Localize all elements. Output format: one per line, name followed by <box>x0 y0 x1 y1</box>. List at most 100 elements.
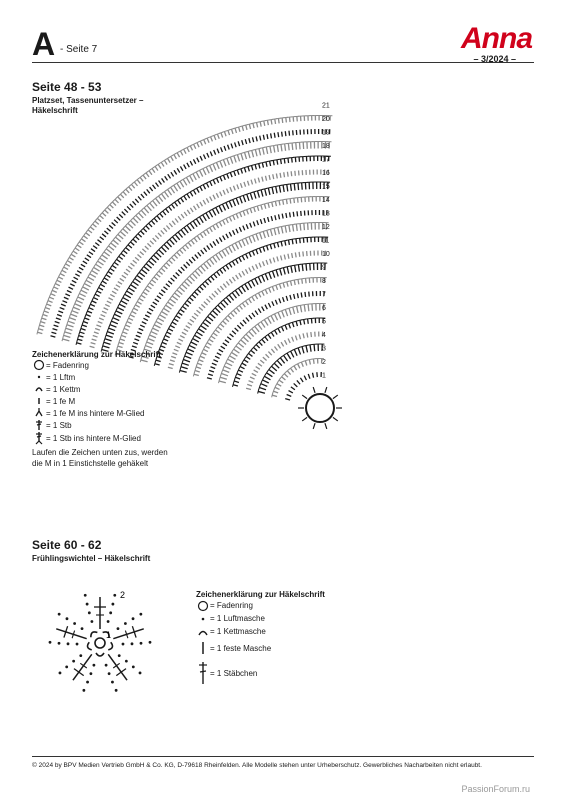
stitch-crossbar <box>191 188 196 192</box>
stitch-mark <box>214 290 219 296</box>
stitch-mark <box>248 298 252 304</box>
stitch-mark <box>266 230 270 238</box>
stitch-crossbar <box>259 337 264 342</box>
stitch-mark <box>212 225 216 231</box>
stitch-mark <box>101 280 107 285</box>
stitch-crossbar <box>142 346 146 352</box>
section1-subtitle-line2: Häkelschrift <box>32 106 78 115</box>
stitch-crossbar <box>200 213 205 217</box>
stitch-crossbar <box>130 309 134 314</box>
stitch-mark <box>272 145 276 153</box>
stitch-mark <box>153 324 161 329</box>
stitch-crossbar <box>258 320 264 324</box>
stitch-mark <box>288 212 291 218</box>
stitch-mark <box>283 354 289 362</box>
stitch-mark <box>180 366 188 370</box>
stitch-mark <box>300 361 304 368</box>
stitch-mark <box>149 334 157 339</box>
stitch-mark <box>262 356 268 361</box>
stitch-mark <box>258 163 261 169</box>
stitch-mark <box>226 336 232 341</box>
stitch-mark <box>104 303 110 308</box>
stitch-mark <box>224 339 230 344</box>
stitch-mark <box>290 265 293 273</box>
stitch-mark <box>206 137 210 144</box>
stitch-mark <box>122 228 129 234</box>
stitch-crossbar <box>86 308 89 314</box>
stitch-crossbar <box>90 268 94 273</box>
stitch-mark <box>196 331 203 337</box>
stitch-crossbar <box>93 262 98 267</box>
stitch-crossbar <box>268 118 274 121</box>
stitch-mark <box>133 181 138 187</box>
row-number: 4 <box>322 332 326 339</box>
star-dc-crossbar <box>124 630 129 639</box>
stitch-crossbar <box>168 154 173 159</box>
stitch-crossbar <box>188 221 193 225</box>
stitch-mark <box>237 287 243 295</box>
stitch-crossbar <box>290 306 296 309</box>
stitch-mark <box>222 174 226 181</box>
stitch-crossbar <box>132 180 137 184</box>
stitch-crossbar <box>253 148 258 151</box>
stitch-crossbar <box>176 310 180 315</box>
stitch-mark <box>190 341 198 346</box>
stitch-mark <box>116 349 122 352</box>
stitch-mark <box>231 244 236 252</box>
stitch-crossbar <box>275 310 281 314</box>
ring-stitch <box>312 386 316 393</box>
stitch-mark <box>267 187 271 195</box>
stitch-crossbar <box>213 222 219 226</box>
stitch-mark <box>96 324 102 328</box>
stitch-mark <box>209 165 214 173</box>
stitch-mark <box>280 341 285 347</box>
stitch-crossbar <box>40 315 43 321</box>
stitch-mark <box>49 296 55 300</box>
stitch-mark <box>145 225 150 230</box>
stitch-mark <box>128 317 134 321</box>
stitch-mark <box>283 143 287 151</box>
star-chain-dot <box>65 617 69 621</box>
stitch-mark <box>202 231 207 237</box>
stitch-crossbar <box>105 205 110 210</box>
row-number: 7 <box>322 292 326 299</box>
stitch-mark <box>248 267 252 273</box>
stitch-mark <box>207 373 214 377</box>
row-number: 19 <box>322 130 330 137</box>
stitch-mark <box>164 334 170 339</box>
stitch-crossbar <box>229 243 235 247</box>
stitch-crossbar <box>213 327 218 332</box>
stitch-crossbar <box>117 301 121 307</box>
star-chain-dot <box>130 642 134 646</box>
stitch-mark <box>153 217 158 223</box>
stitch-mark <box>288 308 292 316</box>
stitch-mark <box>264 273 269 281</box>
stitch-mark <box>237 126 241 133</box>
stitch-crossbar <box>173 232 178 237</box>
stitch-crossbar <box>273 200 278 203</box>
stitch-mark <box>111 290 117 295</box>
stitch-mark <box>216 271 221 277</box>
stitch-crossbar <box>234 375 237 380</box>
stitch-mark <box>293 365 298 371</box>
stitch-mark <box>207 315 214 322</box>
stitch-crossbar <box>93 219 97 224</box>
stitch-mark <box>142 227 148 233</box>
stitch-mark <box>210 275 215 281</box>
stitch-mark <box>56 279 62 284</box>
stitch-mark <box>292 293 296 300</box>
stitch-crossbar <box>234 343 238 349</box>
stitch-mark <box>222 219 226 225</box>
stitch-mark <box>50 335 56 338</box>
stitch-mark <box>189 191 194 197</box>
stitch-crossbar <box>95 288 99 294</box>
stitch-mark <box>164 175 168 181</box>
stitch-mark <box>126 290 133 296</box>
stitch-mark <box>276 383 282 387</box>
stitch-crossbar <box>182 279 187 284</box>
stitch-crossbar <box>169 202 174 207</box>
stitch-crossbar <box>97 285 101 290</box>
stitch-crossbar <box>205 340 209 345</box>
stitch-crossbar <box>276 199 282 202</box>
stitch-crossbar <box>278 356 283 360</box>
